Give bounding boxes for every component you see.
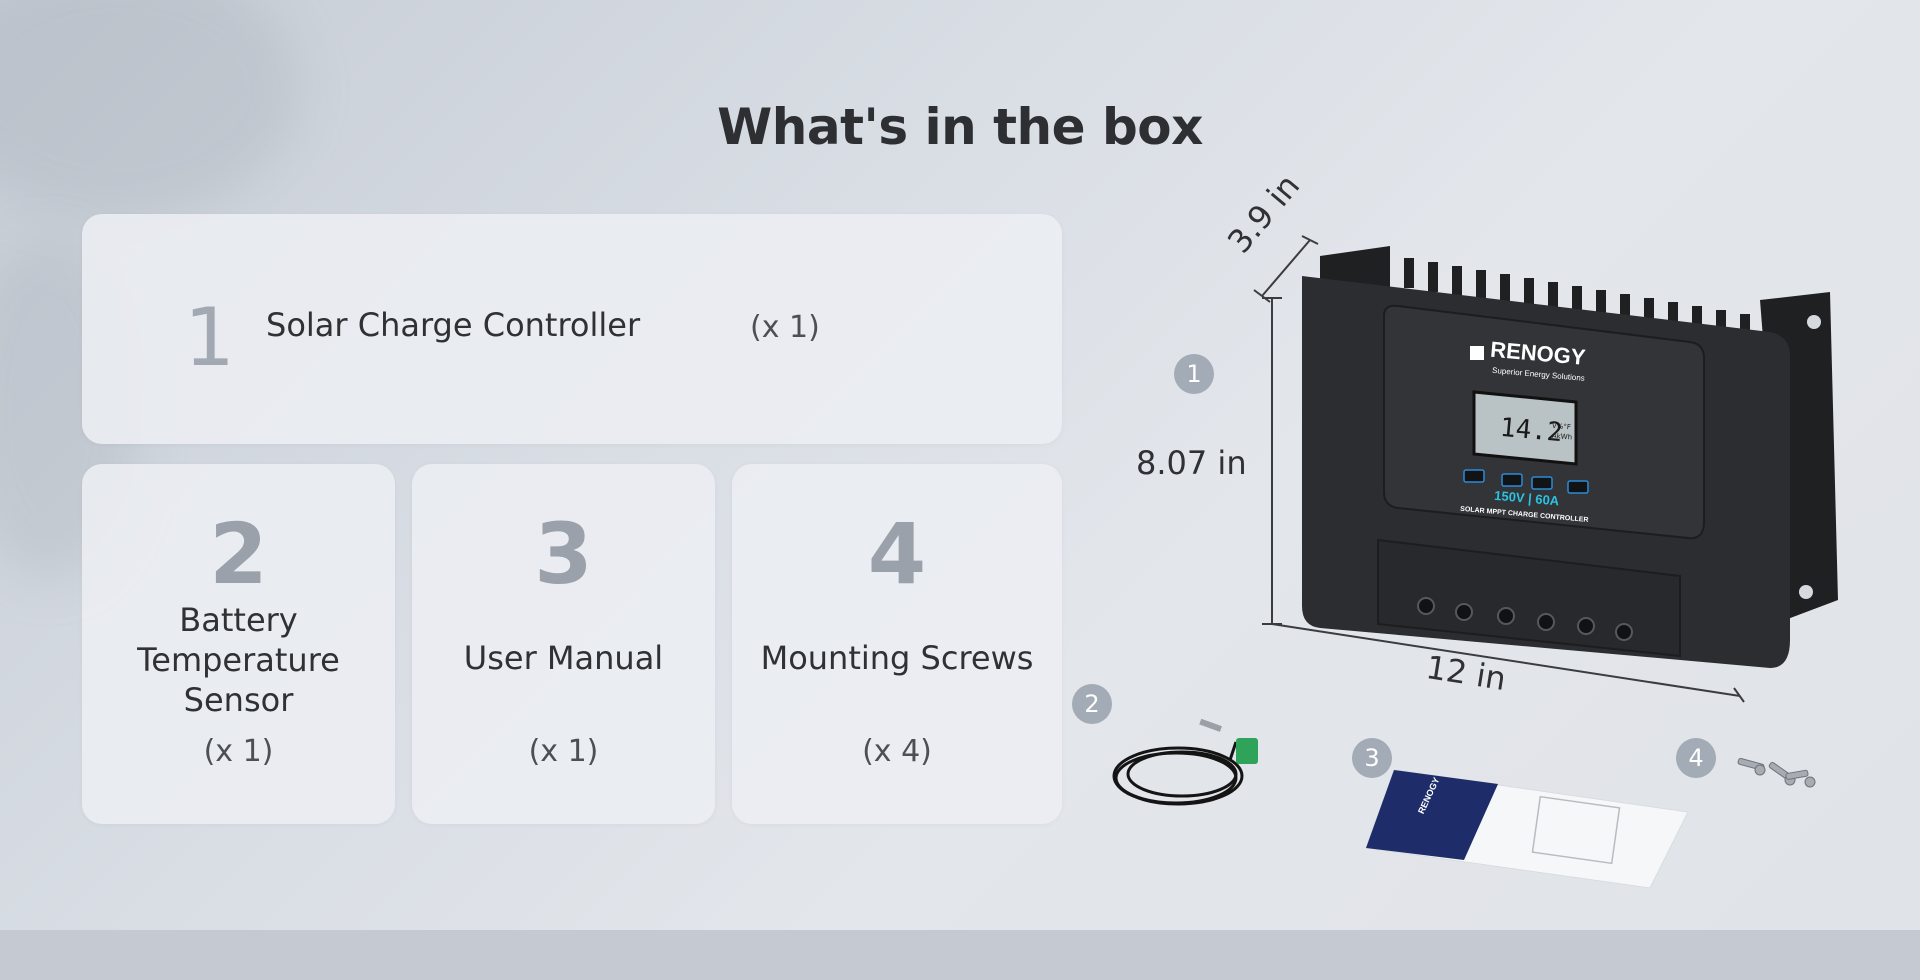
lcd-unit: AkWh	[1552, 432, 1573, 442]
control-buttons	[1463, 469, 1589, 494]
item-number: 1	[184, 291, 235, 384]
item-number: 4	[867, 505, 927, 603]
terminal-screws	[1417, 597, 1633, 641]
lcd-value: 14.2	[1499, 413, 1564, 448]
item-number: 2	[209, 505, 268, 603]
mounting-screws	[1737, 757, 1816, 788]
item-quantity: (x 1)	[750, 310, 820, 345]
item-card-battery-temperature-sensor: 2 Battery Temperature Sensor (x 1)	[82, 464, 395, 824]
item-name-line: Battery	[179, 601, 298, 639]
item-badge-2: 2	[1072, 684, 1112, 724]
temperature-sensor	[1112, 741, 1244, 806]
item-quantity: (x 1)	[203, 734, 274, 769]
item-badge-3: 3	[1352, 738, 1392, 778]
controller-terminal-panel	[1377, 538, 1681, 658]
sensor-connector	[1236, 738, 1258, 764]
item-card-solar-charge-controller: 1 Solar Charge Controller (x 1)	[82, 214, 1062, 444]
item-quantity: (x 4)	[862, 734, 932, 769]
item-card-mounting-screws: 4 Mounting Screws (x 4)	[732, 464, 1062, 824]
item-name: Battery Temperature Sensor	[82, 600, 395, 720]
lcd-unit: V%°F	[1552, 422, 1572, 432]
rating-label: 150V | 60A	[1494, 488, 1561, 509]
item-quantity: (x 1)	[528, 734, 599, 769]
user-manual-booklet: RENOGY	[1365, 769, 1689, 889]
item-badge-4: 4	[1676, 738, 1716, 778]
item-name: User Manual	[463, 639, 664, 677]
heat-sink-fins	[1380, 254, 1750, 344]
item-card-user-manual: 3 User Manual (x 1)	[412, 464, 715, 824]
page-title: What's in the box	[717, 97, 1203, 156]
sensor-probe	[1199, 718, 1222, 732]
item-name-line: Temperature	[137, 641, 340, 679]
dimension-lines	[1253, 235, 1745, 703]
lcd-display	[1472, 390, 1578, 466]
item-name: Solar Charge Controller	[266, 306, 641, 344]
item-badge-1: 1	[1174, 354, 1214, 394]
item-name-line: Sensor	[183, 681, 294, 719]
renogy-logo-mark	[1470, 346, 1484, 360]
height-dimension-label: 8.07 in	[1136, 444, 1247, 482]
bottom-band	[0, 930, 1920, 980]
item-number: 3	[534, 505, 593, 603]
item-name: Mounting Screws	[760, 639, 1034, 677]
